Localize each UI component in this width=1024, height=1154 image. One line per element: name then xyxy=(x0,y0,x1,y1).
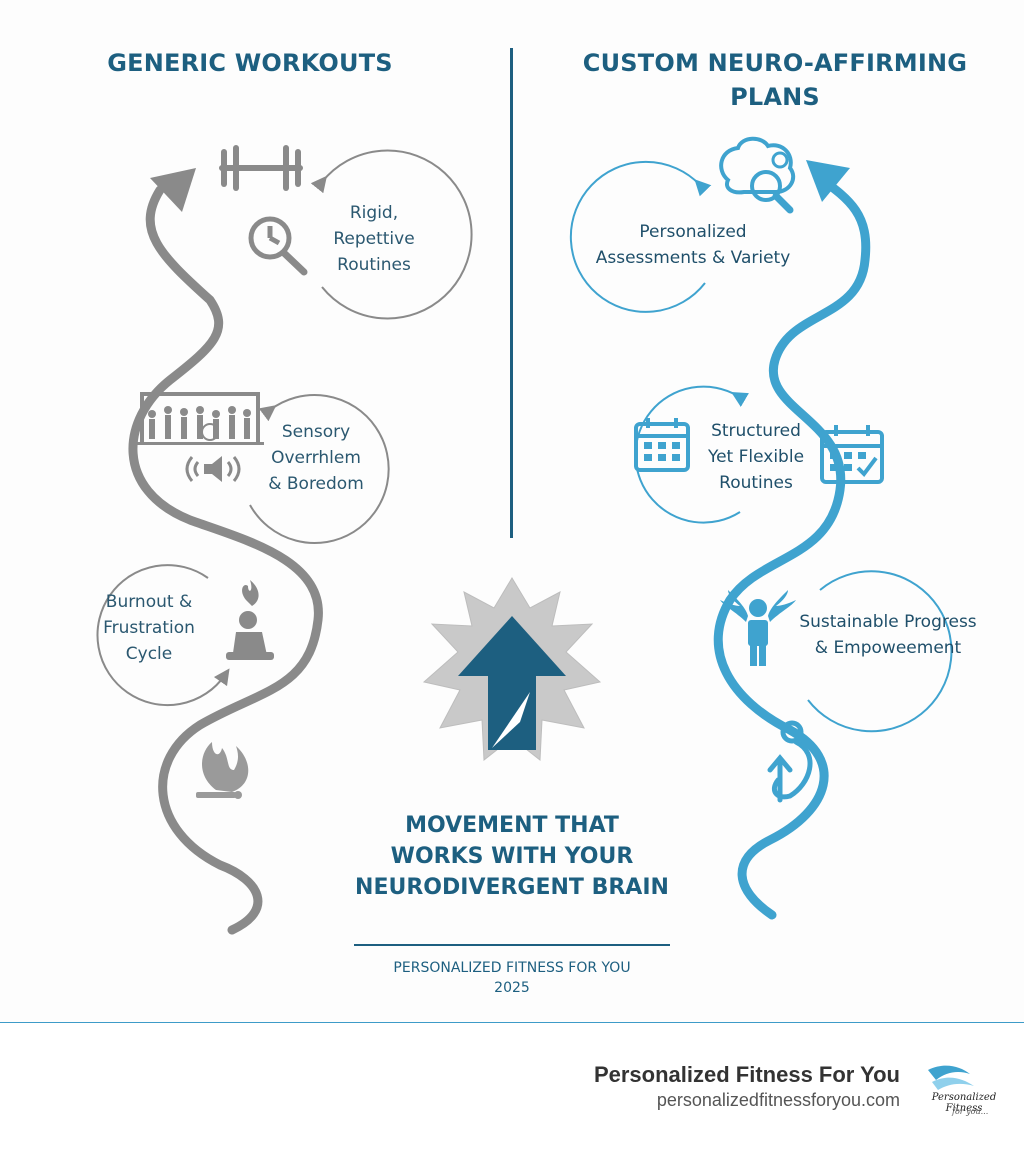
right-step-3-label: Sustainable Progress & Empoweement xyxy=(790,609,986,661)
crowded-gym-icon xyxy=(136,392,264,445)
right-step-2-label: Structured Yet Flexible Routines xyxy=(700,418,812,496)
right-step-3-line-1: Sustainable Progress xyxy=(799,612,977,632)
right-title-line-2: PLANS xyxy=(730,83,820,111)
left-step-3-line-1: Burnout & xyxy=(105,592,193,612)
left-circle-1 xyxy=(310,149,473,320)
left-wave xyxy=(128,185,323,935)
left-step-1-label: Rigid, Repettive Routines xyxy=(318,200,430,278)
left-column-title: GENERIC WORKOUTS xyxy=(107,49,393,77)
right-step-1-line-1: Personalized xyxy=(639,222,747,242)
left-step-2-line-1: Sensory xyxy=(281,422,351,442)
logo-tagline: for you... xyxy=(952,1107,989,1116)
right-step-2-line-1: Structured xyxy=(711,421,801,441)
footer xyxy=(0,1023,1024,1154)
center-title-line-3: NEURODIVERGENT BRAIN xyxy=(355,875,669,900)
logo-text: Personalized Fitness xyxy=(931,1092,997,1114)
right-step-1-line-2: Assessments & Variety xyxy=(595,248,791,268)
left-step-3-line-3: Cycle xyxy=(125,644,173,664)
right-wave xyxy=(713,173,871,920)
left-circle-2 xyxy=(249,394,390,544)
campfire-icon xyxy=(196,742,249,799)
logo-swoosh-icon xyxy=(928,1065,974,1090)
right-wave-arrowhead xyxy=(806,160,850,202)
column-divider xyxy=(510,48,513,538)
right-step-2-line-3: Routines xyxy=(719,473,793,493)
speaker-noise-icon xyxy=(185,456,241,482)
left-step-3-label: Burnout & Frustration Cycle xyxy=(90,589,208,667)
center-title: MOVEMENT THAT WORKS WITH YOUR NEURODIVER… xyxy=(350,810,674,903)
brain-gears-icon xyxy=(719,136,796,214)
center-title-line-1: MOVEMENT THAT xyxy=(405,813,619,838)
calendar-icon xyxy=(634,418,690,472)
right-step-3-line-2: & Empoweement xyxy=(814,638,962,658)
breakthrough-arrow-icon xyxy=(422,577,602,761)
winged-person-icon xyxy=(720,590,796,666)
left-step-1-line-2: Repettive xyxy=(333,229,415,249)
center-title-line-2: WORKS WITH YOUR xyxy=(390,844,634,869)
left-circle-3 xyxy=(96,564,230,707)
footer-brand-name: Personalized Fitness For You xyxy=(593,1062,900,1087)
left-step-3-line-2: Frustration xyxy=(103,618,195,638)
footer-logo: Personalized Fitness for you... xyxy=(914,1060,1014,1126)
left-step-1-line-3: Routines xyxy=(337,255,411,275)
right-column-title: CUSTOM NEURO-AFFIRMING PLANS xyxy=(560,46,990,114)
left-step-2-line-2: Overrhlem xyxy=(271,448,361,468)
footer-brand-url[interactable]: personalizedfitnessforyou.com xyxy=(656,1090,900,1110)
left-step-2-label: Sensory Overrhlem & Boredom xyxy=(262,419,370,497)
left-wave-arrowhead xyxy=(150,168,196,212)
right-circle-3 xyxy=(807,570,953,733)
credit-line-1: PERSONALIZED FITNESS FOR YOU xyxy=(393,960,631,976)
left-step-1-line-1: Rigid, xyxy=(349,203,399,223)
credit-line-2: 2025 xyxy=(494,980,530,996)
right-title-line-1: CUSTOM NEURO-AFFIRMING xyxy=(582,49,968,77)
clock-search-icon xyxy=(248,216,308,276)
growth-figure-icon xyxy=(767,720,813,803)
center-rule xyxy=(354,944,670,946)
right-step-1-label: Personalized Assessments & Variety xyxy=(588,219,798,271)
right-step-2-line-2: Yet Flexible xyxy=(707,447,805,467)
diagram-graphics xyxy=(96,136,953,935)
left-step-2-line-3: & Boredom xyxy=(268,474,364,494)
dumbbell-icon xyxy=(219,145,303,191)
calendar-check-icon xyxy=(820,425,884,484)
right-circle-1 xyxy=(569,160,712,313)
burnout-person-icon xyxy=(226,580,274,660)
